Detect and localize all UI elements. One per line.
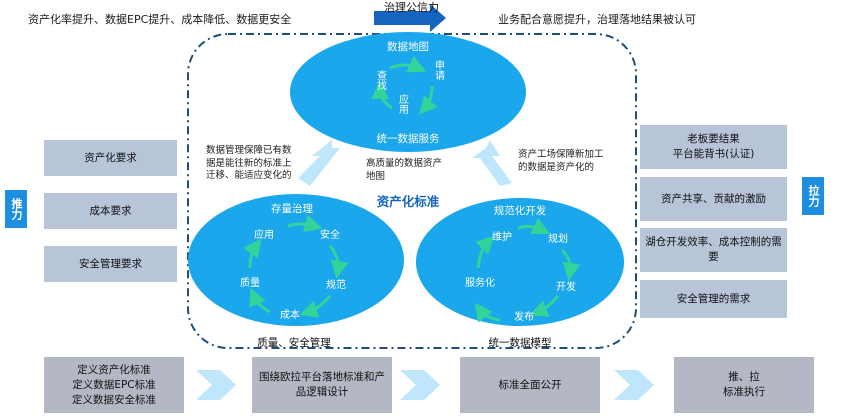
- pull-item-text: 老板要结果 平台能背书(认证): [672, 133, 755, 160]
- standard-dev-footer: 统一数据模型: [489, 336, 552, 349]
- standard-dev-title: 规范化开发: [494, 204, 547, 217]
- data-map-circle: [290, 32, 526, 152]
- cycle-label: 查找: [375, 69, 387, 91]
- cycle-label: 规划: [548, 232, 568, 245]
- push-label-text: 推力: [10, 198, 23, 220]
- cycle-label: 应用: [254, 228, 274, 241]
- cycle-arrow-icon: [248, 287, 271, 314]
- cycle-arrow-icon: [287, 214, 323, 233]
- note-center: 高质量的数据资产地图: [366, 158, 443, 182]
- bottom-step-text: 推、拉 标准执行: [723, 371, 765, 398]
- stock-governance-circle: [188, 194, 404, 326]
- cycle-label: 应用: [397, 93, 409, 115]
- cycle-arrow-icon: [328, 245, 349, 279]
- cycle-arrow-icon: [475, 235, 495, 269]
- bottom-step-text: 定义资产化标准 定义数据EPC标准 定义数据安全标准: [72, 363, 156, 406]
- cycle-label: 发布: [514, 310, 534, 323]
- pull-label-text: 拉力: [807, 185, 820, 207]
- left-up-arrow-icon: [298, 140, 340, 186]
- data-map-title: 数据地图: [387, 40, 429, 53]
- pull-label: 拉力: [802, 177, 824, 215]
- cycle-label: 安全: [320, 228, 340, 241]
- pull-item: 资产共享、贡献的激励: [640, 177, 787, 221]
- cycle-label: 规范: [326, 278, 346, 291]
- right-up-arrow-icon: [472, 140, 512, 186]
- cycle-arrow-icon: [560, 248, 581, 281]
- push-label: 推力: [5, 190, 27, 228]
- note-left: 数据管理保障已有数据是能往新的标准上迁移、能适应变化的: [206, 145, 292, 181]
- cycle-arrow-icon: [529, 295, 560, 318]
- center-diagram: 数据地图 查找 申请 应用 统一数据服务 存量治理 应用 安全 规范 成本 质量…: [187, 32, 637, 349]
- chevron-right-icon: [400, 370, 440, 400]
- bottom-step: 推、拉 标准执行: [674, 357, 814, 413]
- cycle-arrow-icon: [474, 302, 501, 323]
- push-item: 资产化要求: [44, 140, 177, 176]
- credibility-label: 治理公信力: [384, 1, 439, 14]
- chevron-right-icon: [614, 370, 654, 400]
- bottom-step: 标准全面公开: [460, 357, 600, 413]
- push-item: 安全管理要求: [44, 246, 177, 282]
- cycle-arrow-icon: [299, 295, 332, 318]
- cycle-arrow-icon: [419, 85, 438, 115]
- push-item-text: 资产化要求: [84, 151, 137, 164]
- push-item-text: 成本要求: [89, 204, 132, 217]
- standard-dev-circle: [416, 198, 624, 326]
- pull-item-text: 资产共享、贡献的激励: [661, 192, 766, 205]
- cycle-label: 开发: [556, 280, 576, 293]
- top-right-text: 业务配合意愿提升，治理落地结果被认可: [498, 13, 696, 26]
- cycle-arrow-icon: [371, 81, 393, 110]
- push-item: 成本要求: [44, 193, 177, 229]
- data-map-footer: 统一数据服务: [377, 132, 440, 145]
- cycle-label: 服务化: [465, 276, 495, 289]
- credibility-arrow-icon: [374, 4, 446, 32]
- bottom-step: 围绕欧拉平台落地标准和产品逻辑设计: [252, 357, 392, 413]
- bottom-step-text: 标准全面公开: [498, 378, 562, 391]
- pull-item-text: 安全管理的需求: [676, 292, 751, 305]
- pull-item: 老板要结果 平台能背书(认证): [640, 125, 787, 169]
- pull-item-text: 湖仓开发效率、成本控制的需要: [645, 236, 782, 263]
- stock-governance-title: 存量治理: [271, 202, 313, 215]
- stock-governance-footer: 质量、安全管理: [257, 336, 331, 349]
- frame-title: 资产化标准: [377, 194, 440, 209]
- note-right: 资产工场保障新加工的数据是资产化的: [518, 149, 604, 173]
- cycle-label: 申请: [433, 59, 445, 81]
- pull-item: 安全管理的需求: [640, 280, 787, 318]
- pull-item: 湖仓开发效率、成本控制的需要: [640, 228, 787, 272]
- cycle-label: 维护: [492, 230, 512, 243]
- bottom-step-text: 围绕欧拉平台落地标准和产品逻辑设计: [259, 371, 385, 398]
- push-item-text: 安全管理要求: [79, 257, 142, 270]
- cycle-label: 质量: [240, 277, 260, 289]
- top-left-text: 资产化率提升、数据EPC提升、成本降低、数据更安全: [28, 13, 292, 26]
- bottom-step: 定义资产化标准 定义数据EPC标准 定义数据安全标准: [44, 357, 184, 413]
- cycle-label: 成本: [280, 308, 300, 321]
- chevron-right-icon: [196, 370, 236, 400]
- cycle-arrow-icon: [243, 238, 262, 269]
- cycle-arrow-icon: [389, 56, 427, 73]
- cycle-arrow-icon: [517, 217, 551, 235]
